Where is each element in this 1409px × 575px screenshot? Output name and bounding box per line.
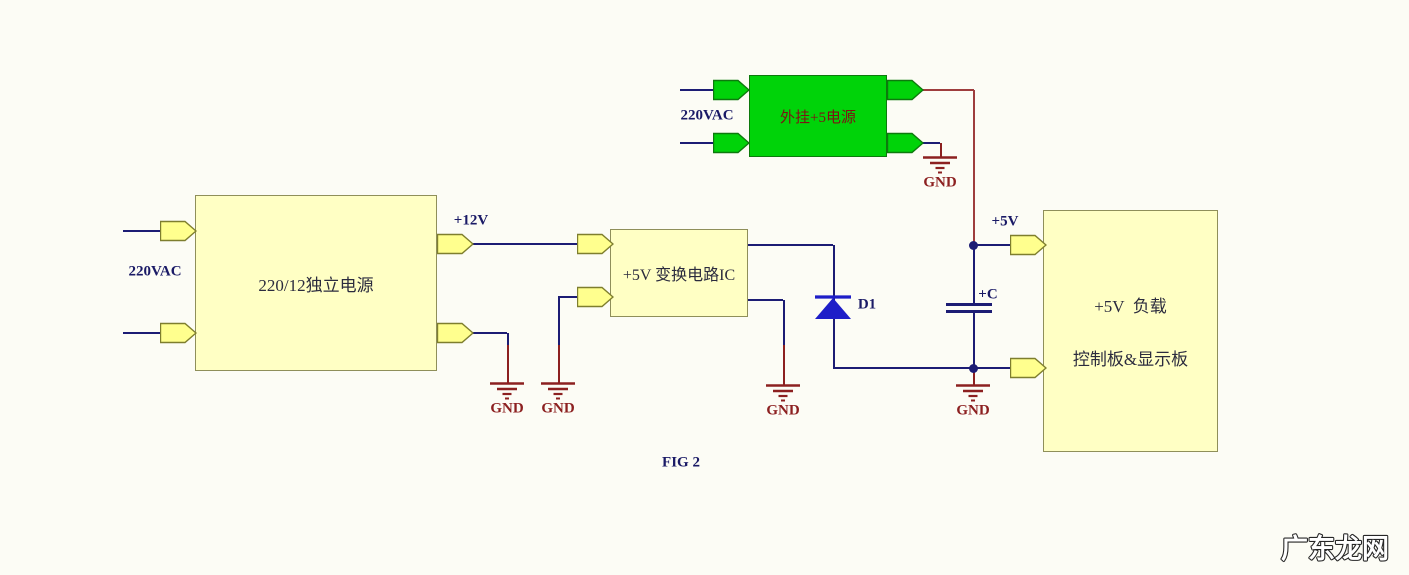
pin-connector — [437, 322, 474, 344]
diode-d1 — [815, 295, 851, 319]
capacitor-plate-bottom — [946, 310, 992, 313]
ground-symbol — [541, 382, 575, 400]
wire-segment — [973, 244, 1010, 246]
external-5v-supply-block-label-0: 外挂+5电源 — [780, 109, 856, 126]
pin-connector — [577, 233, 614, 255]
wire-segment — [923, 142, 940, 144]
ground-label: GND — [766, 402, 800, 419]
pin-connector — [713, 132, 750, 154]
wire-segment — [473, 243, 577, 245]
ground-symbol — [766, 384, 800, 402]
wire-segment — [507, 345, 509, 384]
ground-symbol — [923, 156, 957, 174]
pin-connector — [160, 322, 197, 344]
net-label-cap-c: +C — [978, 286, 998, 303]
220-12-supply-block-label-0: 220/12独立电源 — [258, 275, 374, 295]
wire-segment — [973, 367, 1010, 369]
wire-segment — [940, 143, 942, 158]
wire-segment — [507, 333, 509, 347]
5v-load-block-label-0: +5V 负载 — [1094, 297, 1167, 316]
ground-label: GND — [541, 400, 575, 417]
net-label-plus12v: +12V — [453, 212, 489, 229]
figure-caption: FIG 2 — [662, 454, 700, 471]
ground-label: GND — [923, 174, 957, 191]
pin-connector — [713, 79, 750, 101]
ground-label: GND — [490, 400, 524, 417]
net-label-plus5v: +5V — [991, 213, 1019, 230]
external-5v-supply-block: 外挂+5电源 — [749, 75, 887, 157]
wire-segment — [473, 332, 507, 334]
wire-segment — [680, 89, 713, 91]
pin-connector — [1010, 234, 1047, 256]
watermark-text: 广东龙网 — [1281, 533, 1389, 564]
wire-segment — [123, 230, 160, 232]
pin-connector — [160, 220, 197, 242]
wire-segment — [783, 300, 785, 347]
wire-segment — [973, 312, 975, 368]
wire-segment — [973, 90, 975, 245]
wire-segment — [748, 299, 783, 301]
ground-label: GND — [956, 402, 990, 419]
wire-segment — [923, 89, 974, 91]
wire-segment — [558, 345, 560, 384]
wire-segment — [973, 368, 975, 386]
wire-segment — [748, 244, 833, 246]
wire-segment — [680, 142, 713, 144]
junction-dot — [969, 241, 978, 250]
watermark: 广东龙网 — [1280, 532, 1390, 565]
pin-connector — [887, 132, 924, 154]
pin-connector — [577, 286, 614, 308]
net-label-220vac-ext: 220VAC — [680, 107, 734, 124]
wire-segment — [833, 367, 973, 369]
junction-dot — [969, 364, 978, 373]
wire-segment — [973, 245, 975, 304]
5v-converter-ic-block: +5V 变换电路IC — [610, 229, 748, 317]
net-label-d1: D1 — [857, 296, 877, 313]
5v-load-block: +5V 负载控制板&显示板 — [1043, 210, 1218, 452]
wire-segment — [123, 332, 160, 334]
pin-connector — [887, 79, 924, 101]
pin-connector — [1010, 357, 1047, 379]
ground-symbol — [956, 384, 990, 402]
5v-converter-ic-block-label-0: +5V 变换电路IC — [622, 267, 736, 284]
net-label-220vac-left: 220VAC — [128, 263, 182, 280]
5v-load-block-label-1: 控制板&显示板 — [1072, 350, 1189, 369]
220-12-supply-block: 220/12独立电源 — [195, 195, 437, 371]
capacitor-plate-top — [946, 303, 992, 306]
wire-segment — [783, 345, 785, 386]
wire-segment — [558, 297, 560, 347]
ground-symbol — [490, 382, 524, 400]
pin-connector — [437, 233, 474, 255]
wire-segment — [558, 296, 577, 298]
